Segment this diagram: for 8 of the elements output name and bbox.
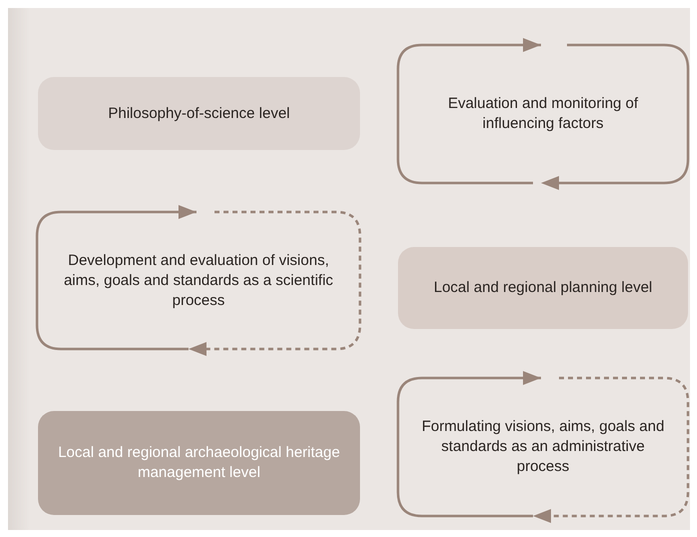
level-label: Evaluation and monitoring of influencing factors (446, 94, 640, 134)
level-label: Formulating visions, aims, goals and standards as an administrative process (420, 417, 666, 477)
level-label: Philosophy-of-science level (108, 104, 290, 124)
level-box (38, 411, 360, 515)
level-label: Local and regional archaeological heritage management level (57, 443, 341, 483)
level-box (398, 247, 688, 329)
level-label: Local and regional planning level (434, 278, 652, 298)
level-label: Development and evaluation of visions, aims, goals and standards as a scientific process (62, 250, 334, 310)
